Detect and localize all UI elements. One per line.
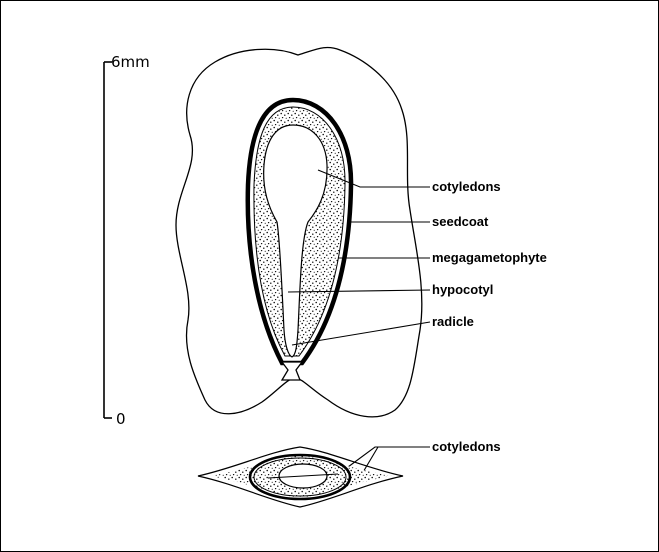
label-cotyledons: cotyledons	[432, 179, 501, 194]
label-radicle: radicle	[432, 314, 474, 329]
seed-tip	[282, 362, 302, 380]
label-hypocotyl: hypocotyl	[432, 282, 493, 297]
scale-bar: 6mm 0	[104, 53, 150, 428]
label-seedcoat: seedcoat	[432, 214, 489, 229]
label-megagametophyte: megagametophyte	[432, 250, 547, 265]
scale-top-label: 6mm	[111, 53, 150, 71]
scale-bottom-label: 0	[116, 410, 126, 428]
label-cotyledons-cross-section: cotyledons	[432, 439, 501, 454]
